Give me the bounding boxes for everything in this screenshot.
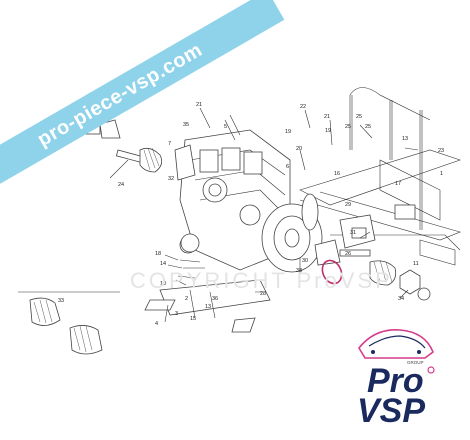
callout-label: 2 bbox=[185, 296, 188, 302]
callout-label: 11 bbox=[413, 261, 419, 267]
callout-label: 20 bbox=[296, 146, 302, 152]
callout-label: 26 bbox=[345, 251, 351, 257]
callout-label: 25 bbox=[345, 124, 351, 130]
callout-label: 5 bbox=[224, 124, 227, 130]
car-outline-icon bbox=[358, 329, 434, 359]
callout-label: 3 bbox=[175, 311, 178, 317]
provsp-logo: GROUP Pro VSP bbox=[357, 329, 435, 430]
callout-label: 36 bbox=[212, 296, 218, 302]
callout-label: 21 bbox=[196, 102, 202, 108]
callout-label: 31 bbox=[350, 230, 356, 236]
callout-label: 23 bbox=[438, 148, 444, 154]
callout-label: 28 bbox=[260, 291, 266, 297]
callout-label: 19 bbox=[285, 129, 291, 135]
right-drive-shaft bbox=[314, 239, 431, 301]
callout-label: 4 bbox=[155, 321, 158, 327]
skid-plate bbox=[144, 233, 271, 333]
callout-label: 25 bbox=[365, 124, 371, 130]
callout-label: 14 bbox=[160, 261, 166, 267]
cv-boots bbox=[18, 291, 120, 355]
copyright-watermark: COPYRIGHT ProVSP bbox=[130, 268, 393, 293]
logo-line2: VSP bbox=[357, 392, 425, 430]
callout-label: 34 bbox=[398, 296, 404, 302]
callout-label: 6 bbox=[286, 164, 289, 170]
logo-dot-icon bbox=[427, 366, 435, 374]
callout-label: 30 bbox=[302, 258, 308, 264]
callout-label: 13 bbox=[205, 304, 211, 310]
logo-line1: Pro bbox=[367, 362, 424, 400]
callout-label: 10 bbox=[160, 281, 166, 287]
callout-label: 35 bbox=[183, 122, 189, 128]
cvt-pulley bbox=[261, 193, 323, 273]
callout-label: 1 bbox=[440, 171, 443, 177]
callout-label: 15 bbox=[190, 316, 196, 322]
engine-mount bbox=[339, 214, 376, 249]
callout-label: 32 bbox=[168, 176, 174, 182]
callout-label: 29 bbox=[345, 202, 351, 208]
callout-label: 22 bbox=[300, 104, 306, 110]
callout-label: 18 bbox=[155, 251, 161, 257]
logo-tagline: GROUP bbox=[407, 360, 424, 365]
callout-label: 7 bbox=[168, 141, 171, 147]
callout-label: 38 bbox=[296, 268, 302, 274]
callout-label: 17 bbox=[395, 181, 401, 187]
callout-label: 21 bbox=[324, 114, 330, 120]
callout-label: 24 bbox=[118, 182, 124, 188]
callout-label: 16 bbox=[334, 171, 340, 177]
callout-label: 13 bbox=[402, 136, 408, 142]
callout-label: 19 bbox=[325, 128, 331, 134]
callout-label: 25 bbox=[356, 114, 362, 120]
callout-label: 33 bbox=[58, 298, 64, 304]
highlighted-part bbox=[321, 259, 343, 285]
